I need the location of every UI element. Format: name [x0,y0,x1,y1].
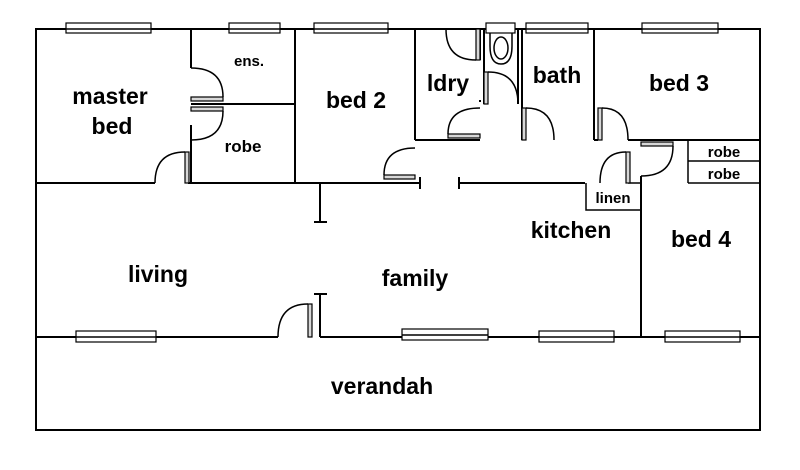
label-verandah: verandah [331,373,433,399]
label-master-bed-2: bed [92,113,133,139]
toilet-icon [485,22,516,65]
label-family: family [382,265,449,291]
doors [154,28,674,338]
label-bed4: bed 4 [671,226,731,252]
label-master-robe: robe [225,137,262,156]
label-kitchen: kitchen [531,217,612,243]
label-linen: linen [595,190,630,207]
windows [65,22,741,343]
label-living: living [128,261,188,287]
label-bath: bath [533,62,582,88]
label-robe-b: robe [708,166,741,183]
label-master-bed-1: master [72,83,147,109]
room-labels: master bed ens. robe bed 2 ldry bath bed… [72,53,740,399]
label-robe-a: robe [708,144,741,161]
label-laundry: ldry [427,70,469,96]
label-ensuite: ens. [234,53,264,70]
label-bed2: bed 2 [326,87,386,113]
label-bed3: bed 3 [649,70,709,96]
